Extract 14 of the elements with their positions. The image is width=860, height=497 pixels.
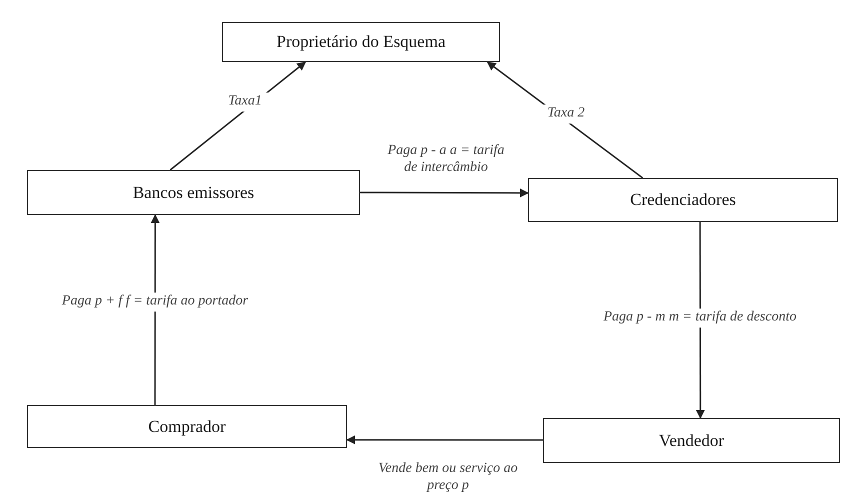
box-label: Bancos emissores [132,182,254,202]
box-label: Proprietário do Esquema [276,32,446,52]
box-label: Vendedor [658,430,724,450]
process-box [27,405,347,448]
arrow [150,214,160,405]
arrow [696,222,705,419]
process-box [543,418,840,463]
box-label: Credenciadores [630,190,736,210]
process-box [27,170,360,215]
process-box [528,178,838,222]
arrow [360,188,529,198]
box-label: Comprador [148,416,226,436]
arrow [346,435,543,444]
process-box [222,22,500,62]
